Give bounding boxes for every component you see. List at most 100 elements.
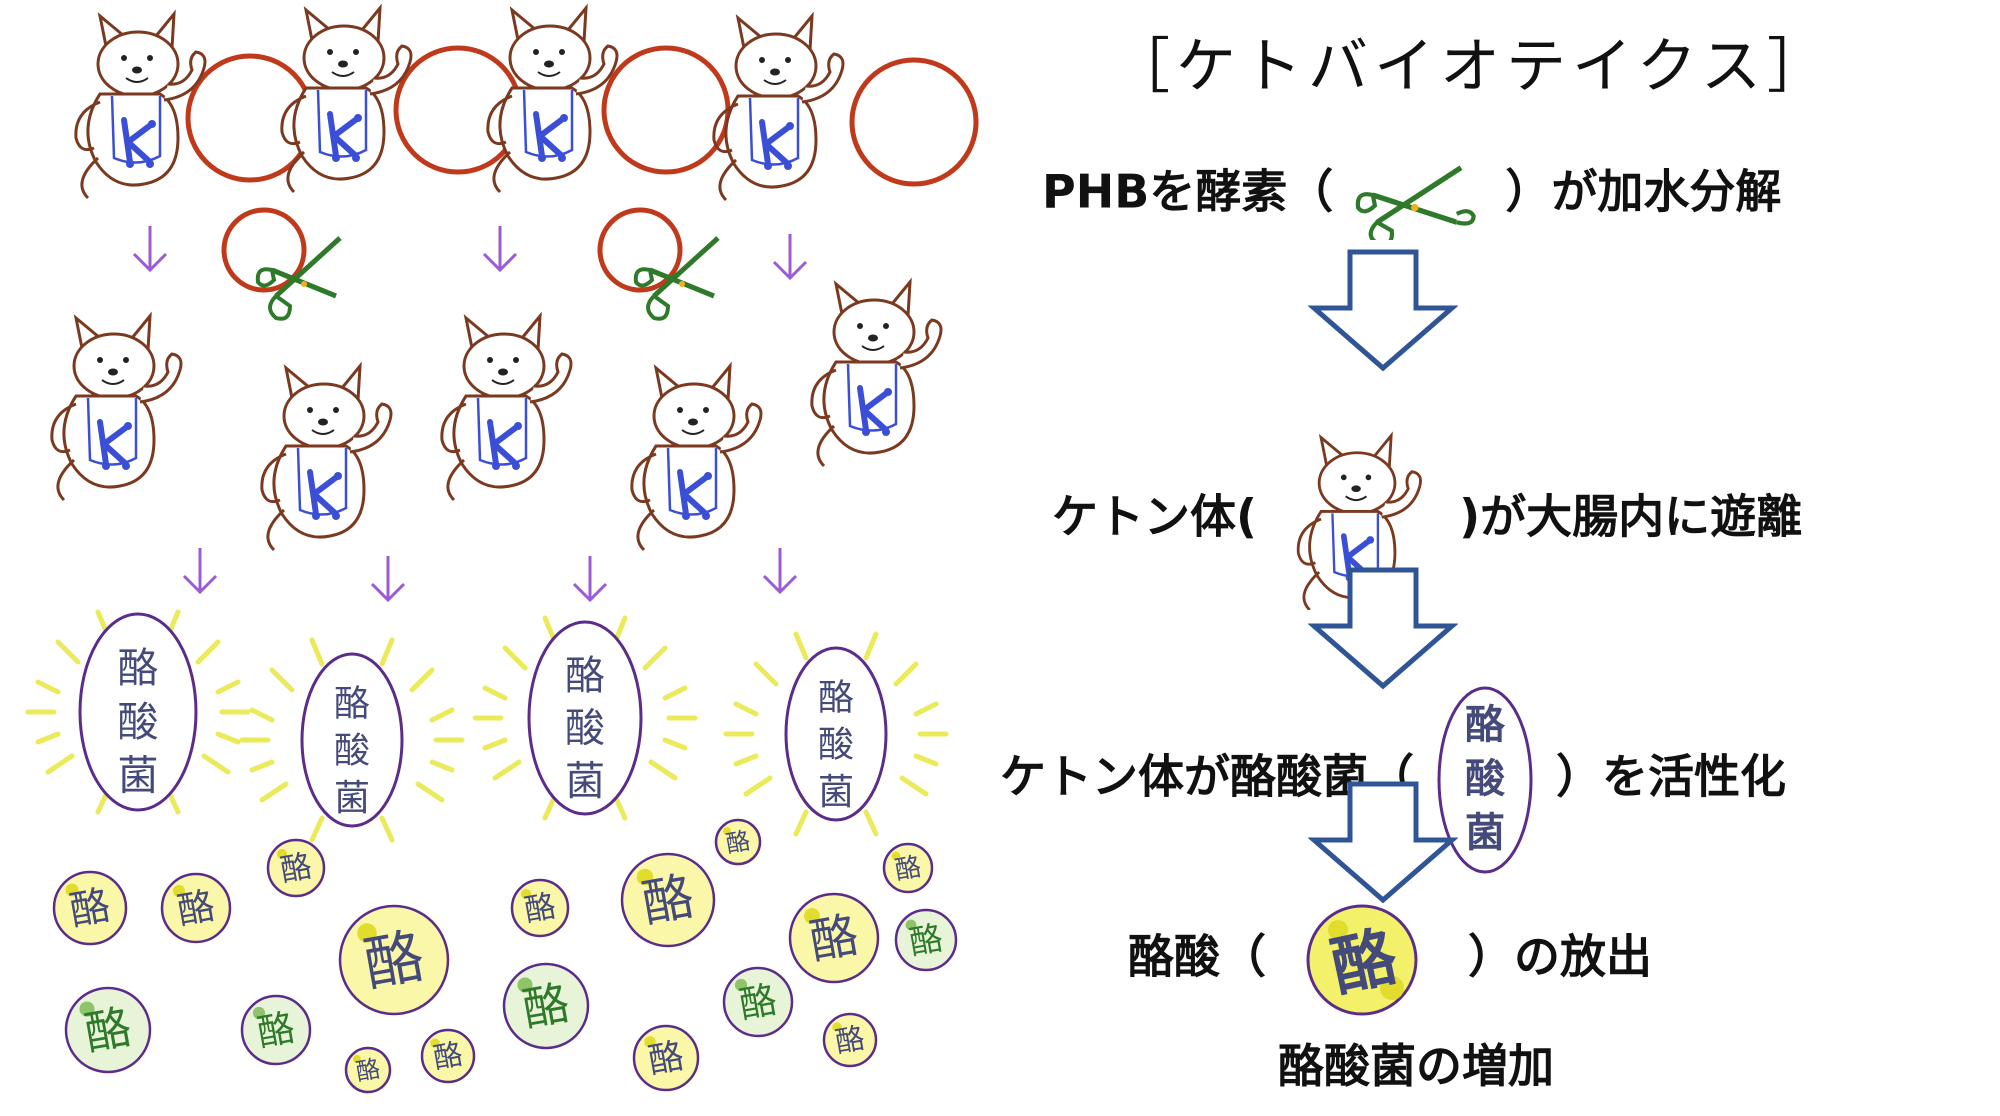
butyrate-bubble: 酪 [344, 1046, 392, 1094]
step-text-after: )が大腸内に遊離 [1459, 489, 1803, 544]
butyrate-bubble: 酪 [502, 962, 590, 1050]
phb-polymer-chain [76, 8, 979, 200]
bubble-dot [276, 848, 288, 860]
bacteria-char: 酪 [334, 683, 370, 724]
bubble-dot [636, 868, 654, 886]
butyrate-bacteria: 酪酸菌 [726, 634, 946, 834]
butyrate-bubble: 酪 [882, 842, 934, 894]
step-ketone-release: ケトン体( )が大腸内に遊離 [1052, 430, 1802, 610]
bacteria-char: 酸 [118, 698, 159, 746]
step-activate-bacteria: ケトン体が酪酸菌（ 酪 酸 菌 ）を活性化 [1000, 680, 1786, 880]
flow-arrow-icon [1308, 567, 1458, 690]
butyrate-bubble: 酪 [52, 870, 128, 946]
butyrate-char: 酪 [519, 975, 574, 1036]
butyrate-bubble: 酪 [822, 1012, 878, 1068]
butyrate-char: 酪 [354, 1054, 382, 1086]
bacteria-char: 酸 [334, 731, 370, 772]
step-text-after: ）の放出 [1468, 929, 1653, 984]
cut-ring [597, 207, 683, 293]
ketone-cat-icon [442, 316, 571, 500]
butyrate-bubble-icon: 酪 [1306, 904, 1418, 1016]
ketone-cat-icon [632, 366, 761, 550]
bubble-dot [891, 851, 901, 861]
butyrate-char: 酪 [736, 978, 780, 1027]
small-arrow-icon [762, 546, 798, 594]
butyrate-bubble: 酪 [510, 878, 570, 938]
step-text-before: ケトン体( [1052, 489, 1258, 544]
bubble-dot [905, 919, 917, 931]
bubble-dot [79, 1001, 95, 1017]
bacteria-char: 酸 [1465, 756, 1506, 802]
flow-arrow-icon [1308, 781, 1458, 904]
bubble-dot [172, 884, 186, 898]
bacteria-body [784, 646, 888, 822]
ketone-cat-icon [812, 282, 941, 466]
butyrate-char: 酪 [359, 921, 429, 999]
scissors-icon [258, 238, 340, 319]
butyrate-bubble: 酪 [266, 838, 326, 898]
butyrate-bacteria: 酪酸菌 [28, 612, 248, 812]
butyrate-bubble: 酪 [64, 986, 152, 1074]
butyrate-bubble: 酪 [788, 892, 880, 984]
butyrate-bubble: 酪 [160, 872, 232, 944]
ketone-cat-icon [52, 316, 181, 500]
bacteria-char: 菌 [118, 752, 159, 800]
butyrate-char: 酪 [278, 848, 315, 889]
small-arrow-icon [132, 224, 168, 272]
bubble-dot [804, 908, 820, 924]
ketone-cat-icon [488, 8, 617, 192]
step-text-before: ケトン体が酪酸菌（ [1000, 749, 1414, 804]
butyrate-bubble: 酪 [722, 966, 794, 1038]
small-arrow-icon [772, 232, 808, 280]
butyrate-char: 酪 [906, 918, 945, 962]
cut-ring [221, 207, 307, 293]
butyrate-char: 酪 [645, 1036, 686, 1081]
bubble-dot [723, 827, 731, 835]
step-butyrate-release: 酪酸（ 酪 ）の放出 [1128, 900, 1652, 1020]
free-ketone-bodies [52, 282, 941, 550]
bubble-dot [644, 1036, 656, 1048]
butyrate-bubble: 酪 [420, 1028, 476, 1084]
bubble-dot [430, 1038, 440, 1048]
step-text-before: PHBを酵素（ [1042, 164, 1334, 219]
butyrate-bubbles: 酪酪酪酪酪酪酪酪酪酪酪酪酪酪酪酪酪酪 [52, 818, 958, 1094]
step-text-before: 酪酸（ [1128, 929, 1266, 984]
bacteria-char: 酸 [818, 725, 854, 766]
butyrate-char: 酪 [724, 826, 752, 858]
bubble-dot [252, 1006, 266, 1020]
bacteria-char: 酪 [818, 677, 854, 718]
butyrate-char: 酪 [806, 907, 863, 970]
butyrate-bubble: 酪 [240, 994, 312, 1066]
butyrate-char: 酪 [66, 883, 113, 935]
phb-ring [849, 57, 979, 187]
butyrate-bacteria: 酪酸菌 [242, 640, 462, 840]
bubble-dot [517, 977, 533, 993]
butyrate-char: 酪 [254, 1006, 298, 1055]
bacteria-char: 菌 [818, 772, 854, 813]
butyrate-bacteria: 酪酸菌 [475, 618, 695, 818]
bacteria-char: 菌 [334, 778, 370, 819]
butyrate-char: 酪 [638, 867, 698, 934]
page-title: ［ケトバイオテイクス］ [1110, 32, 1833, 102]
phb-ring [601, 45, 731, 175]
small-arrow-icon [370, 554, 406, 602]
flow-arrow-icon [1308, 249, 1458, 372]
butyrate-char: 酪 [81, 999, 136, 1060]
scissors-icon [636, 238, 718, 319]
bubble-dot [520, 888, 532, 900]
illustration-panel: 酪酸菌酪酸菌酪酸菌酪酸菌 酪酪酪酪酪酪酪酪酪酪酪酪酪酪酪酪酪酪 [0, 0, 979, 1094]
butyrate-bubble: 酪 [338, 904, 450, 1016]
bacteria-body [300, 652, 404, 828]
bacteria-char: 菌 [565, 758, 605, 804]
bubble-dot [832, 1022, 842, 1032]
ketone-cat-icon [262, 366, 391, 550]
ketone-cat-icon [282, 8, 411, 192]
butyrate-bubble: 酪 [714, 818, 762, 866]
butyrate-bacteria-icon: 酪 酸 菌 [1437, 686, 1533, 874]
flow-panel: ［ケトバイオテイクス］ PHBを酵素（ ）が加水分解 ケトン体( )が大腸内に遊… [1000, 0, 2000, 1116]
butyrate-bubble: 酪 [894, 908, 958, 972]
bacteria-body [527, 620, 643, 816]
bubble-dot [65, 883, 79, 897]
butyrate-bubble: 酪 [620, 852, 716, 948]
bubble-dot [734, 978, 748, 992]
